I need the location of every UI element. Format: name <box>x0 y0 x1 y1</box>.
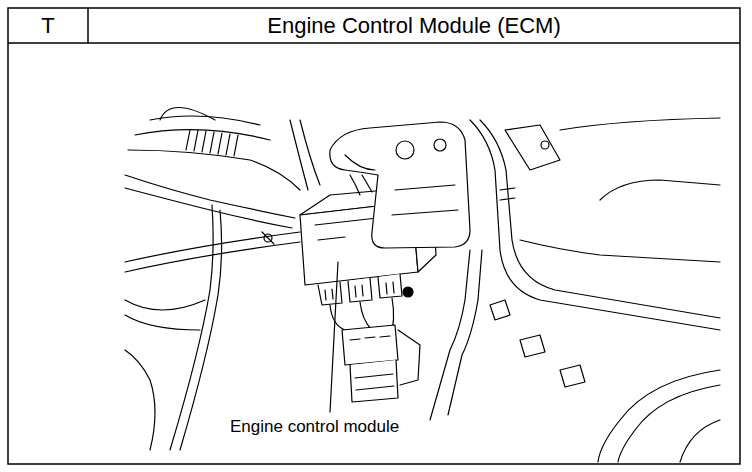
header-title: Engine Control Module (ECM) <box>267 14 560 38</box>
page-frame <box>8 8 740 464</box>
part-label: Engine control module <box>228 418 401 437</box>
line-art <box>125 108 720 463</box>
leader-line <box>330 262 338 412</box>
section-letter: T <box>41 14 54 38</box>
